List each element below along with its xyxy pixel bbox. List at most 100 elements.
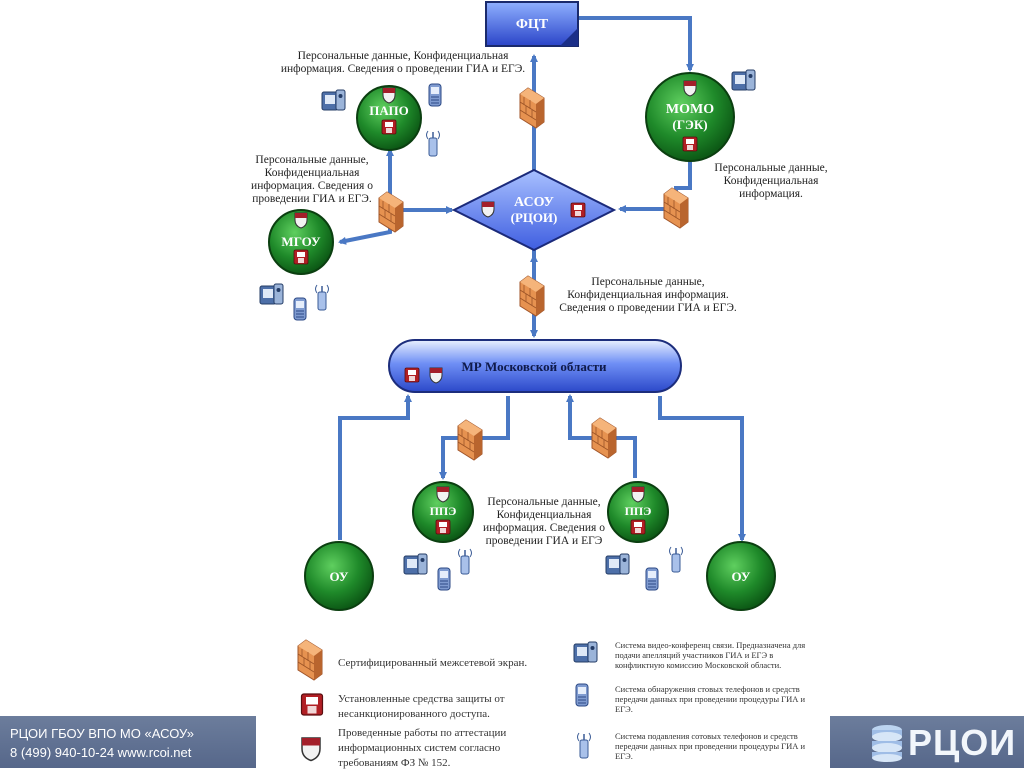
legend-shield-icon — [301, 737, 321, 762]
momo-label-2: (ГЭК) — [672, 117, 707, 132]
phone-detector-icon — [293, 297, 307, 321]
legend-attestation-line: Проведенные работы по аттестации — [338, 727, 507, 739]
legend-protection-line: несанкционированного доступа. — [338, 708, 490, 720]
node-momo: МОМО (ГЭК) — [645, 72, 735, 162]
node-ppe-right: ППЭ — [607, 481, 669, 543]
legend-firewall-text: Сертифицированный межсетевой экран. — [338, 657, 528, 669]
video-conference-icon — [259, 283, 284, 305]
attestation-shield-icon — [683, 80, 697, 97]
footer-org: РЦОИ ГБОУ ВПО МО «АСОУ» — [10, 726, 194, 741]
asou-label-2: (РЦОИ) — [511, 210, 558, 225]
note-middle: Персональные данные, Конфиденциальная ин… — [550, 276, 746, 315]
note-bottom-line: Конфиденциальная — [496, 509, 592, 521]
attestation-shield-icon — [294, 212, 308, 229]
connector-ou-left — [338, 394, 412, 540]
attestation-shield-icon — [481, 201, 495, 218]
note-right-line: Персональные данные, — [714, 162, 828, 174]
legend-phone-text: Система обнаружения стовых телефонов и с… — [615, 684, 805, 714]
note-left-line: проведении ГИА и ЕГЭ. — [252, 193, 372, 205]
protection-icon — [630, 519, 646, 535]
attestation-shield-icon — [436, 486, 450, 503]
node-mr: МР Московской области — [388, 339, 682, 393]
legend-jammer-line: ЕГЭ. — [615, 751, 633, 761]
footer-logo: РЦОИ — [830, 716, 1024, 768]
video-conference-icon — [731, 69, 756, 91]
legend-protection-text: Установленные средства защиты от несанкц… — [338, 692, 505, 722]
phone-detector-icon — [428, 83, 442, 107]
protection-icon — [435, 519, 451, 535]
logo-icon — [872, 725, 902, 762]
node-fct: ФЦТ — [485, 1, 579, 47]
signal-jammer-icon — [314, 284, 330, 311]
legend-phone-icon — [575, 683, 589, 707]
protection-icon — [293, 249, 309, 265]
node-ppe-left: ППЭ — [412, 481, 474, 543]
logo-text: РЦОИ — [908, 722, 1017, 763]
legend-jammer-line: Система подавления сотовых телефонов и с… — [615, 731, 798, 741]
note-right: Персональные данные, Конфиденциальная ин… — [708, 162, 834, 201]
ou-left-label: ОУ — [330, 569, 349, 584]
note-left-line: Персональные данные, — [255, 154, 369, 166]
protection-icon — [682, 136, 698, 152]
protection-icon — [381, 119, 397, 135]
firewall-icon — [457, 419, 483, 461]
note-left: Персональные данные, Конфиденциальная ин… — [242, 154, 382, 206]
node-ou-left: ОУ — [304, 541, 374, 611]
attestation-shield-icon — [382, 87, 396, 104]
note-bottom-line: Персональные данные, — [487, 496, 601, 508]
legend-phone-line: ЕГЭ. — [615, 704, 633, 714]
firewall-icon — [663, 187, 689, 229]
signal-jammer-icon — [457, 548, 473, 575]
firewall-icon — [591, 417, 617, 459]
asou-label-1: АСОУ — [514, 195, 554, 210]
legend-protection-icon — [300, 693, 324, 716]
legend-attestation-line: информационных систем согласно — [338, 742, 501, 754]
node-ou-right: ОУ — [706, 541, 776, 611]
firewall-icon — [519, 87, 545, 129]
legend-jammer-icon — [576, 732, 592, 759]
note-bottom-line: информация. Сведения о — [483, 522, 605, 534]
note-right-line: Конфиденциальная — [723, 175, 819, 187]
legend-video-line: Система видео-конференц связи. Предназна… — [615, 640, 806, 650]
node-mgou: МГОУ — [268, 209, 334, 275]
protection-icon — [570, 202, 586, 218]
note-bottom-line: проведении ГИА и ЕГЭ — [485, 535, 603, 547]
legend-firewall-icon — [297, 639, 323, 681]
connector-mr-ou-right — [658, 396, 746, 542]
note-top-line: информация. Сведения о проведении ГИА и … — [280, 63, 526, 75]
legend-video-line: конфликтную комиссию Московской области. — [615, 660, 782, 670]
legend-phone-line: передачи данных при проведении процедуры… — [615, 694, 806, 704]
firewall-icon — [378, 191, 404, 233]
phone-detector-icon — [645, 567, 659, 591]
ppe-right-label: ППЭ — [625, 504, 652, 518]
legend-jammer-text: Система подавления сотовых телефонов и с… — [615, 731, 805, 761]
note-top: Персональные данные, Конфиденциальная ин… — [276, 50, 530, 76]
papo-label: ПАПО — [369, 103, 408, 118]
phone-detector-icon — [437, 567, 451, 591]
legend-video-text: Система видео-конференц связи. Предназна… — [615, 640, 805, 670]
note-left-line: Конфиденциальная — [264, 167, 360, 179]
firewall-icon — [519, 275, 545, 317]
video-conference-icon — [321, 89, 346, 111]
attestation-shield-icon — [429, 367, 443, 384]
node-papo: ПАПО — [356, 85, 422, 151]
legend-jammer-line: передачи данных при проведении процедуры… — [615, 741, 806, 751]
note-bottom: Персональные данные, Конфиденциальная ин… — [478, 496, 610, 548]
note-middle-line: Сведения о проведении ГИА и ЕГЭ. — [559, 302, 737, 314]
note-middle-line: Персональные данные, — [591, 276, 705, 288]
mgou-label: МГОУ — [281, 234, 321, 249]
legend-video-icon — [573, 641, 598, 663]
mr-label: МР Московской области — [462, 359, 607, 374]
note-right-line: информация. — [739, 188, 803, 200]
footer-contact: РЦОИ ГБОУ ВПО МО «АСОУ» 8 (499) 940-10-2… — [0, 716, 256, 768]
signal-jammer-icon — [425, 130, 441, 157]
node-asou: АСОУ (РЦОИ) — [451, 168, 617, 252]
video-conference-icon — [403, 553, 428, 575]
fct-label: ФЦТ — [516, 17, 549, 32]
protection-icon — [404, 367, 420, 383]
legend-protection-line: Установленные средства защиты от — [338, 693, 505, 705]
legend-attestation-line: требованиям ФЗ № 152. — [338, 757, 451, 769]
footer-phone-url[interactable]: 8 (499) 940-10-24 www.rcoi.net — [10, 745, 192, 760]
connector-momo-asou — [618, 158, 692, 213]
